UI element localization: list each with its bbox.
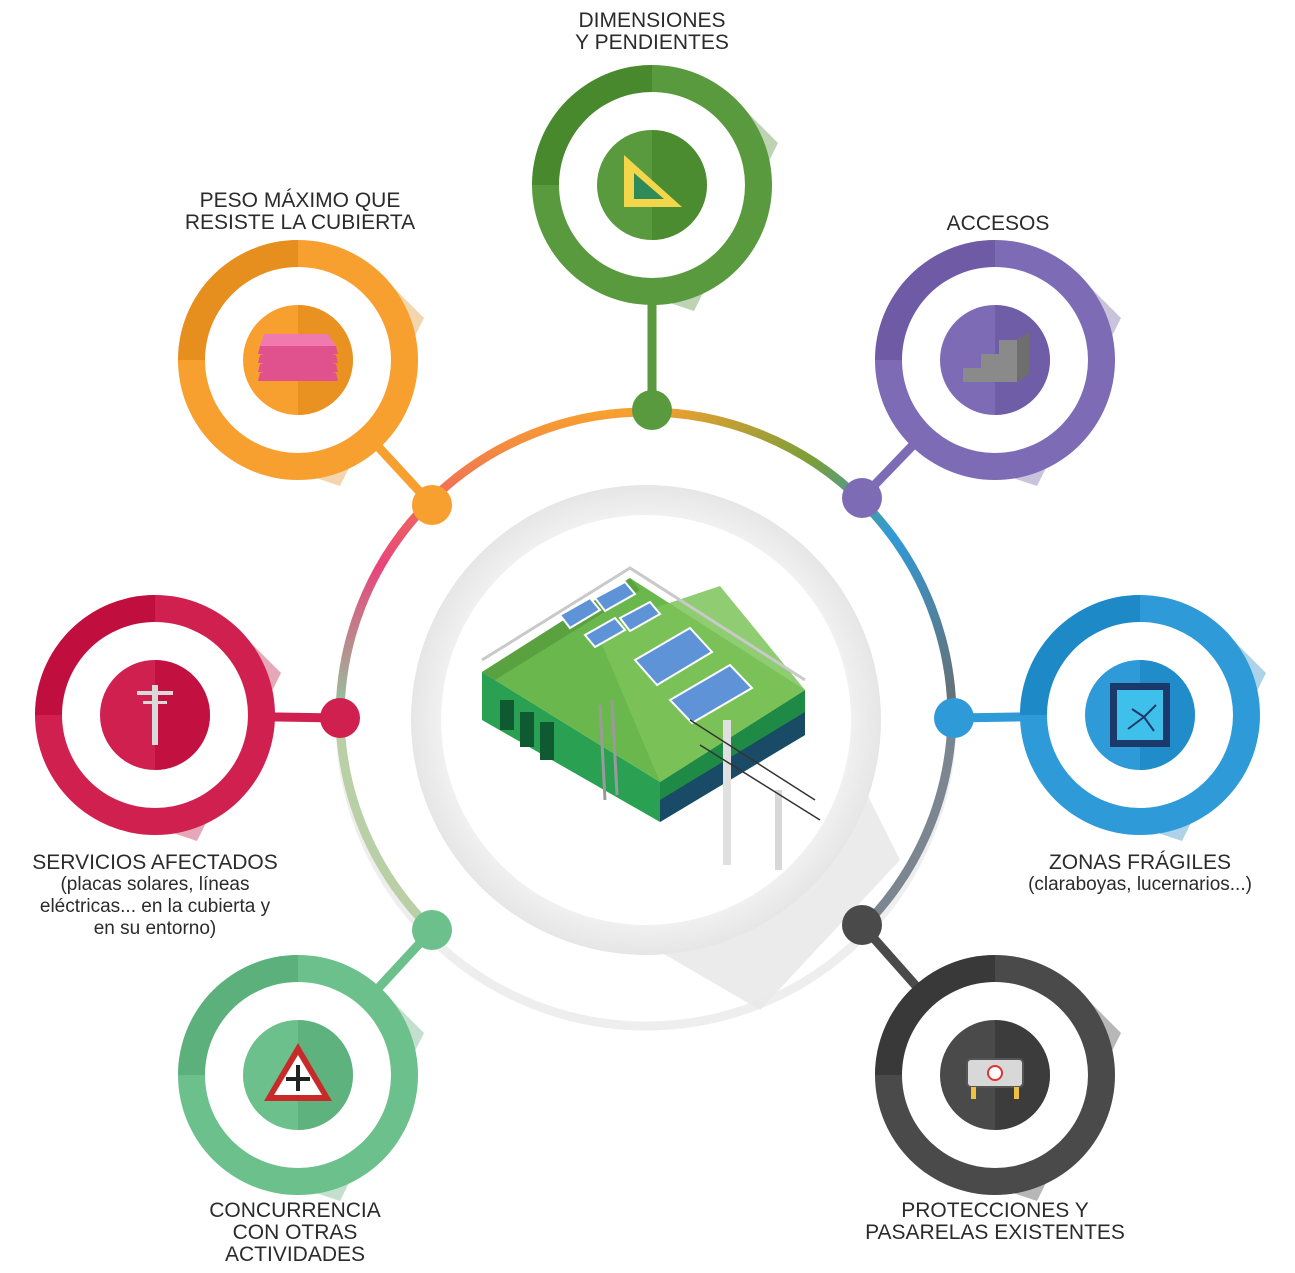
label-accesos: ACCESOS <box>798 213 1198 235</box>
stairs-icon <box>963 332 1029 382</box>
node-accesos <box>842 240 1121 518</box>
label-peso-title-line: RESISTE LA CUBIERTA <box>184 211 416 234</box>
label-concurrencia-title-line: CONCURRENCIA <box>209 1199 381 1222</box>
label-servicios: SERVICIOS AFECTADOS(placas solares, líne… <box>0 852 355 940</box>
node-concurrencia <box>178 910 452 1201</box>
node-peso <box>178 240 452 525</box>
label-zonas-subtitle-line: (claraboyas, lucernarios...) <box>1028 874 1252 895</box>
label-servicios-subtitle-line: en su entorno) <box>93 918 217 939</box>
label-peso-title-line: PESO MÁXIMO QUE <box>199 189 401 212</box>
label-servicios-subtitle-line: (placas solares, líneas <box>60 874 250 895</box>
green-roof-building-icon <box>481 566 821 870</box>
barrier-icon <box>966 1058 1024 1099</box>
label-dimensiones-title-line: Y PENDIENTES <box>575 31 729 54</box>
broken-skylight-icon <box>1110 683 1170 747</box>
set-square-icon <box>624 155 682 207</box>
junction-dot-protecciones <box>842 905 882 945</box>
junction-dot-servicios <box>320 698 360 738</box>
label-zonas: ZONAS FRÁGILES(claraboyas, lucernarios..… <box>940 852 1295 896</box>
label-zonas-title-line: ZONAS FRÁGILES <box>1048 851 1232 874</box>
label-servicios-title-line: SERVICIOS AFECTADOS <box>32 851 278 874</box>
junction-dot-dimensiones <box>632 390 672 430</box>
junction-dot-accesos <box>842 478 882 518</box>
roof-tiles-icon <box>258 334 338 381</box>
label-accesos-title-line: ACCESOS <box>946 212 1050 235</box>
label-dimensiones-title-line: DIMENSIONES <box>578 9 726 32</box>
power-pole-icon <box>137 685 173 745</box>
label-protecciones-title-line: PASARELAS EXISTENTES <box>865 1221 1125 1244</box>
node-servicios <box>35 595 360 841</box>
label-servicios-subtitle-line: eléctricas... en la cubierta y <box>39 896 271 917</box>
node-dimensiones <box>532 65 778 430</box>
label-protecciones-title-line: PROTECCIONES Y <box>901 1199 1089 1222</box>
node-zonas <box>934 595 1266 841</box>
junction-dot-zonas <box>934 698 974 738</box>
junction-dot-concurrencia <box>412 910 452 950</box>
label-concurrencia-title-line: CON OTRAS <box>232 1221 358 1244</box>
label-concurrencia-title-line: ACTIVIDADES <box>224 1243 366 1266</box>
node-protecciones <box>842 905 1121 1201</box>
junction-dot-peso <box>412 485 452 525</box>
crossroad-sign-icon <box>264 1043 332 1101</box>
